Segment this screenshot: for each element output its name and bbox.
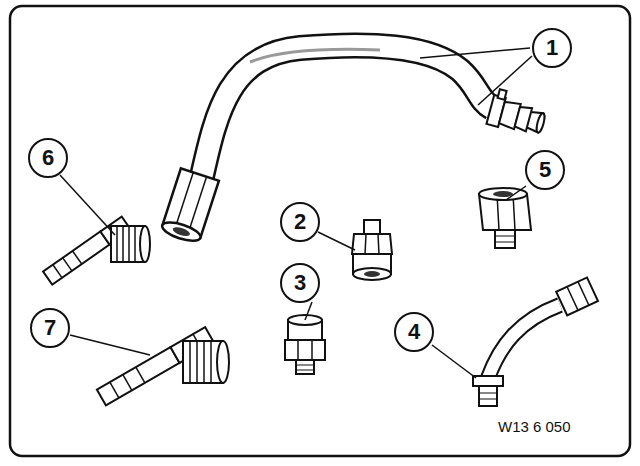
callout-circle: 4 — [394, 312, 434, 352]
leader-lines — [60, 48, 532, 378]
callout-circle: 3 — [280, 263, 320, 303]
callout-number: 3 — [294, 272, 306, 294]
callout-number: 4 — [408, 321, 420, 343]
callout-number: 5 — [539, 159, 551, 181]
callout-number: 1 — [546, 37, 558, 59]
callout-circle: 2 — [280, 202, 320, 242]
callout-number: 2 — [294, 211, 306, 233]
callout-number: 6 — [42, 147, 54, 169]
callout-circle: 6 — [28, 138, 68, 178]
figure-code: W13 6 050 — [498, 418, 571, 435]
callout-circle: 7 — [30, 308, 70, 348]
callout-circle: 5 — [525, 150, 565, 190]
frame — [10, 6, 630, 456]
callout-circle: 1 — [532, 28, 572, 68]
callout-number: 7 — [44, 317, 56, 339]
